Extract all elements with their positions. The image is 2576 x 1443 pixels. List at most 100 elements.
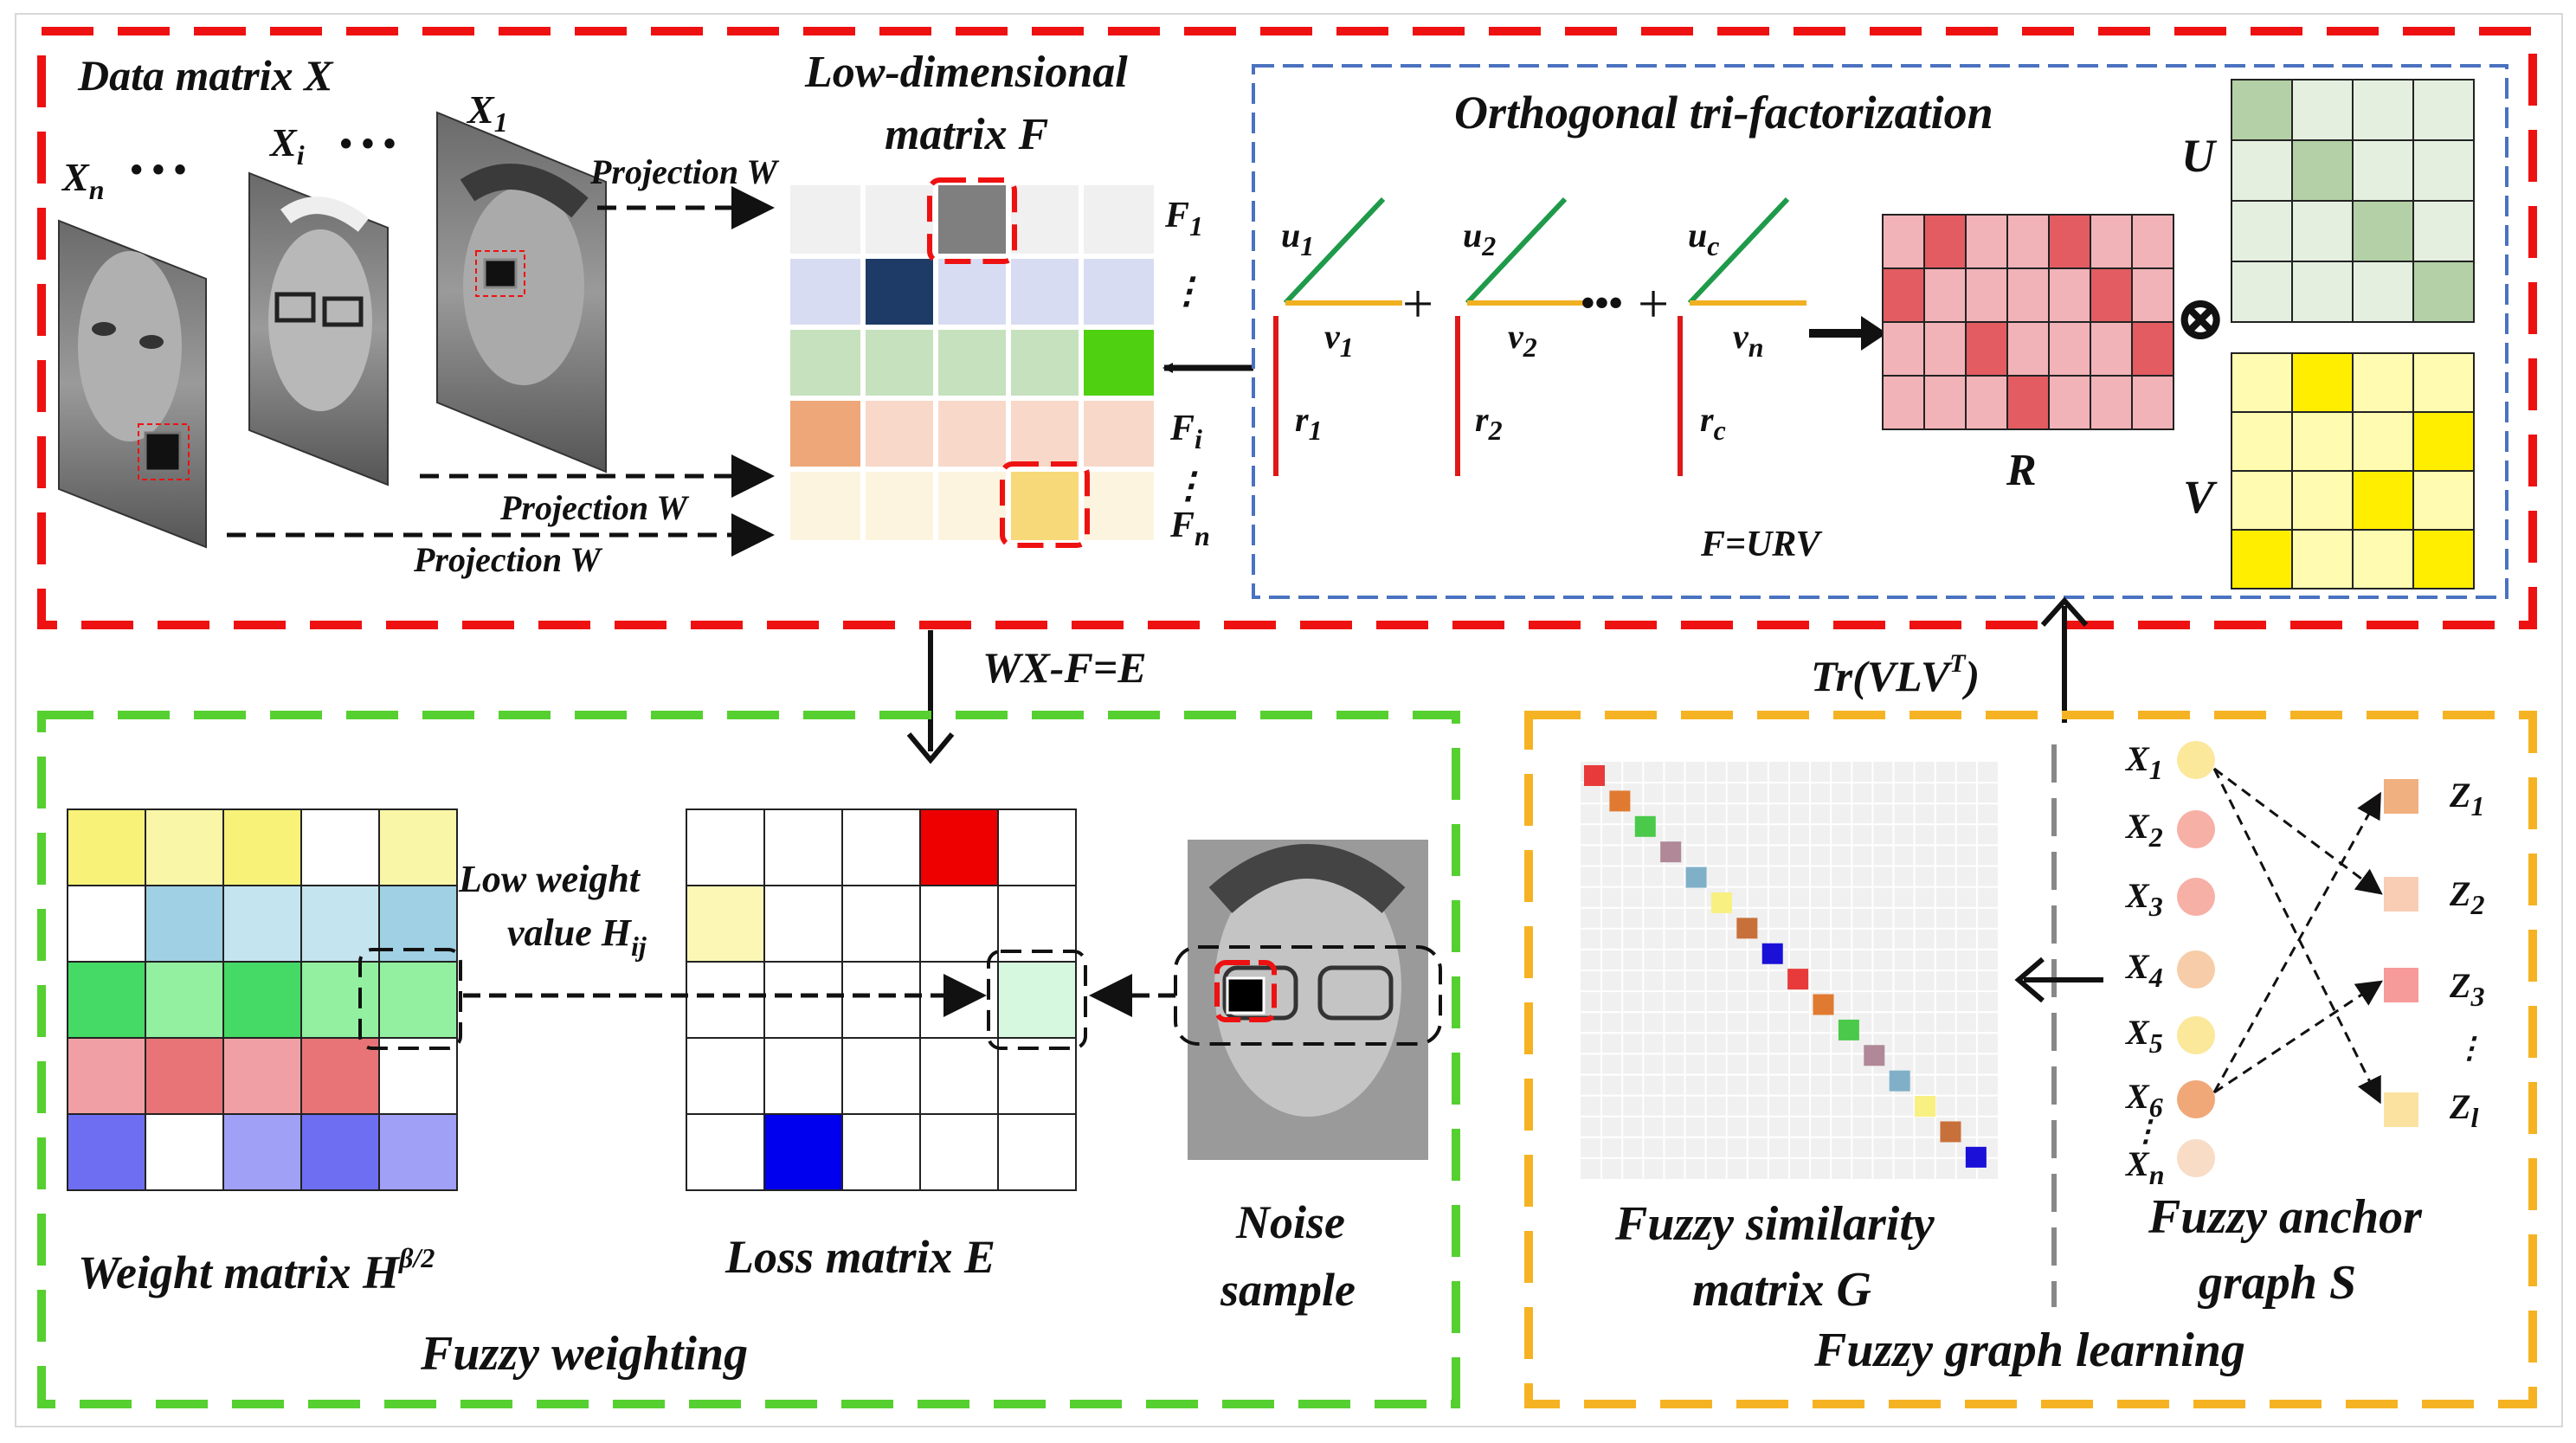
dots-right: • • • (339, 125, 396, 164)
svg-text:Z1: Z1 (2449, 776, 2484, 821)
weight-matrix (67, 808, 458, 1191)
matrix-f (790, 177, 1154, 548)
weight-highlight (358, 948, 462, 1050)
anchor-graph-s (2177, 741, 2418, 1177)
factor-component-2 (1455, 196, 1584, 476)
similarity-diagonal-cell (1940, 1121, 1961, 1143)
svg-text:Fn: Fn (1169, 506, 1210, 551)
similarity-diagonal-cell (1685, 866, 1707, 888)
loss-matrix (686, 808, 1077, 1191)
factor-component-1 (1273, 196, 1402, 476)
similarity-diagonal-cell (1634, 815, 1656, 837)
svg-text:Fi: Fi (1169, 409, 1202, 454)
svg-text:X3: X3 (2124, 876, 2163, 922)
anchor-label-1: Fuzzy anchor (2148, 1190, 2423, 1244)
similarity-label-1: Fuzzy similarity (1614, 1197, 1935, 1251)
similarity-diagonal-cell (1584, 765, 1605, 786)
svg-text:v1: v1 (1324, 317, 1354, 363)
svg-text:X6: X6 (2124, 1077, 2163, 1123)
similarity-diagonal-cell (1710, 892, 1732, 913)
svg-text:Zl: Zl (2449, 1087, 2478, 1133)
noise-sample-image (1188, 840, 1428, 1160)
ortho-title: Orthogonal tri-factorization (1454, 87, 1993, 139)
svg-text:Xi: Xi (268, 120, 305, 171)
face-image-x1 (436, 111, 607, 473)
svg-text:⋮: ⋮ (1170, 467, 1207, 506)
matrix-v (2231, 352, 2475, 589)
plus-sign-1: + (1402, 273, 1433, 334)
matrix-u (2231, 79, 2475, 323)
svg-text:r1: r1 (1295, 400, 1323, 446)
low-weight-line-2: value Hij (507, 912, 647, 962)
equation-label: F=URV (1700, 525, 1823, 564)
factor-component-c (1678, 196, 1806, 476)
wx-equation: WX-F=E (982, 643, 1147, 692)
similarity-diagonal-cell (1787, 969, 1809, 990)
svg-text:uc: uc (1688, 216, 1719, 261)
svg-text:vn: vn (1733, 317, 1764, 363)
similarity-diagonal-cell (1761, 943, 1783, 964)
low-weight-line-1: Low weight (458, 858, 641, 900)
loss-highlight (987, 950, 1087, 1050)
face-image-xn (58, 219, 207, 549)
similarity-label-2: matrix G (1692, 1263, 1871, 1317)
fuzzy-weighting-border (37, 711, 1460, 1408)
svg-text:u1: u1 (1281, 216, 1314, 261)
svg-text:⋮: ⋮ (2131, 1116, 2161, 1148)
similarity-diagonal-cell (1889, 1070, 1910, 1092)
svg-text:Z3: Z3 (2449, 966, 2484, 1012)
data-matrix-label: Data matrix X (77, 51, 334, 100)
svg-text:v2: v2 (1508, 317, 1537, 363)
svg-text:r2: r2 (1475, 400, 1503, 446)
similarity-diagonal-cell (1736, 918, 1758, 939)
svg-text:Z2: Z2 (2449, 874, 2484, 920)
fuzzy-graph-border (1524, 711, 2537, 1408)
similarity-diagonal-cell (1965, 1146, 1987, 1168)
noise-label-1: Noise (1235, 1196, 1345, 1248)
svg-text:X4: X4 (2124, 947, 2163, 993)
svg-text:⋮: ⋮ (2455, 1033, 2484, 1065)
v-matrix-label: V (2183, 471, 2218, 523)
similarity-diagonal-cell (1915, 1096, 1936, 1118)
svg-text:rc: rc (1700, 400, 1726, 446)
projection-label-bottom: Projection W (413, 540, 602, 579)
fuzzy-weighting-title: Fuzzy weighting (420, 1327, 748, 1381)
trace-label: Tr(VLVT) (1811, 649, 1980, 700)
outer-frame (15, 13, 2563, 1427)
svg-text:F1: F1 (1164, 196, 1203, 242)
similarity-diagonal-cell (1864, 1045, 1885, 1066)
face-image-xi (248, 171, 389, 486)
svg-text:X2: X2 (2124, 807, 2163, 853)
top-panel-border (37, 27, 2537, 629)
svg-text:u2: u2 (1463, 216, 1496, 261)
low-dim-title-1: Low-dimensional (804, 48, 1128, 97)
similarity-diagonal-cell (1813, 994, 1834, 1015)
similarity-diagonal-cell (1838, 1019, 1859, 1040)
r-matrix-label: R (2006, 446, 2037, 495)
similarity-diagonal-cell (1609, 790, 1631, 812)
projection-label-mid: Projection W (499, 488, 689, 527)
plus-sign-2: + (1638, 273, 1669, 334)
svg-text:X1: X1 (2124, 739, 2163, 785)
anchor-label-2: graph S (2197, 1256, 2356, 1310)
otimes-sign: ⊗ (2174, 284, 2226, 353)
similarity-diagonal-cell (1660, 841, 1682, 863)
svg-text:⋮: ⋮ (1169, 272, 1205, 312)
dots-left: • • • (130, 151, 186, 190)
noise-label-2: sample (1220, 1264, 1356, 1316)
ellipsis-sign: ••• (1581, 280, 1622, 325)
projection-label-top: Projection W (589, 152, 779, 191)
matrix-r (1882, 214, 2174, 430)
noise-highlight (1174, 945, 1442, 1046)
fuzzy-graph-title: Fuzzy graph learning (1813, 1324, 2245, 1377)
weight-matrix-label: Weight matrix Hβ/2 (78, 1242, 435, 1298)
svg-text:Xn: Xn (61, 155, 104, 205)
svg-text:Xn: Xn (2124, 1144, 2164, 1190)
low-dim-title-2: matrix F (885, 110, 1048, 159)
ortho-box (1252, 64, 2508, 599)
loss-matrix-label: Loss matrix E (724, 1231, 995, 1283)
svg-text:X1: X1 (466, 87, 508, 138)
u-matrix-label: U (2181, 130, 2218, 182)
similarity-matrix-g (1581, 762, 1998, 1179)
